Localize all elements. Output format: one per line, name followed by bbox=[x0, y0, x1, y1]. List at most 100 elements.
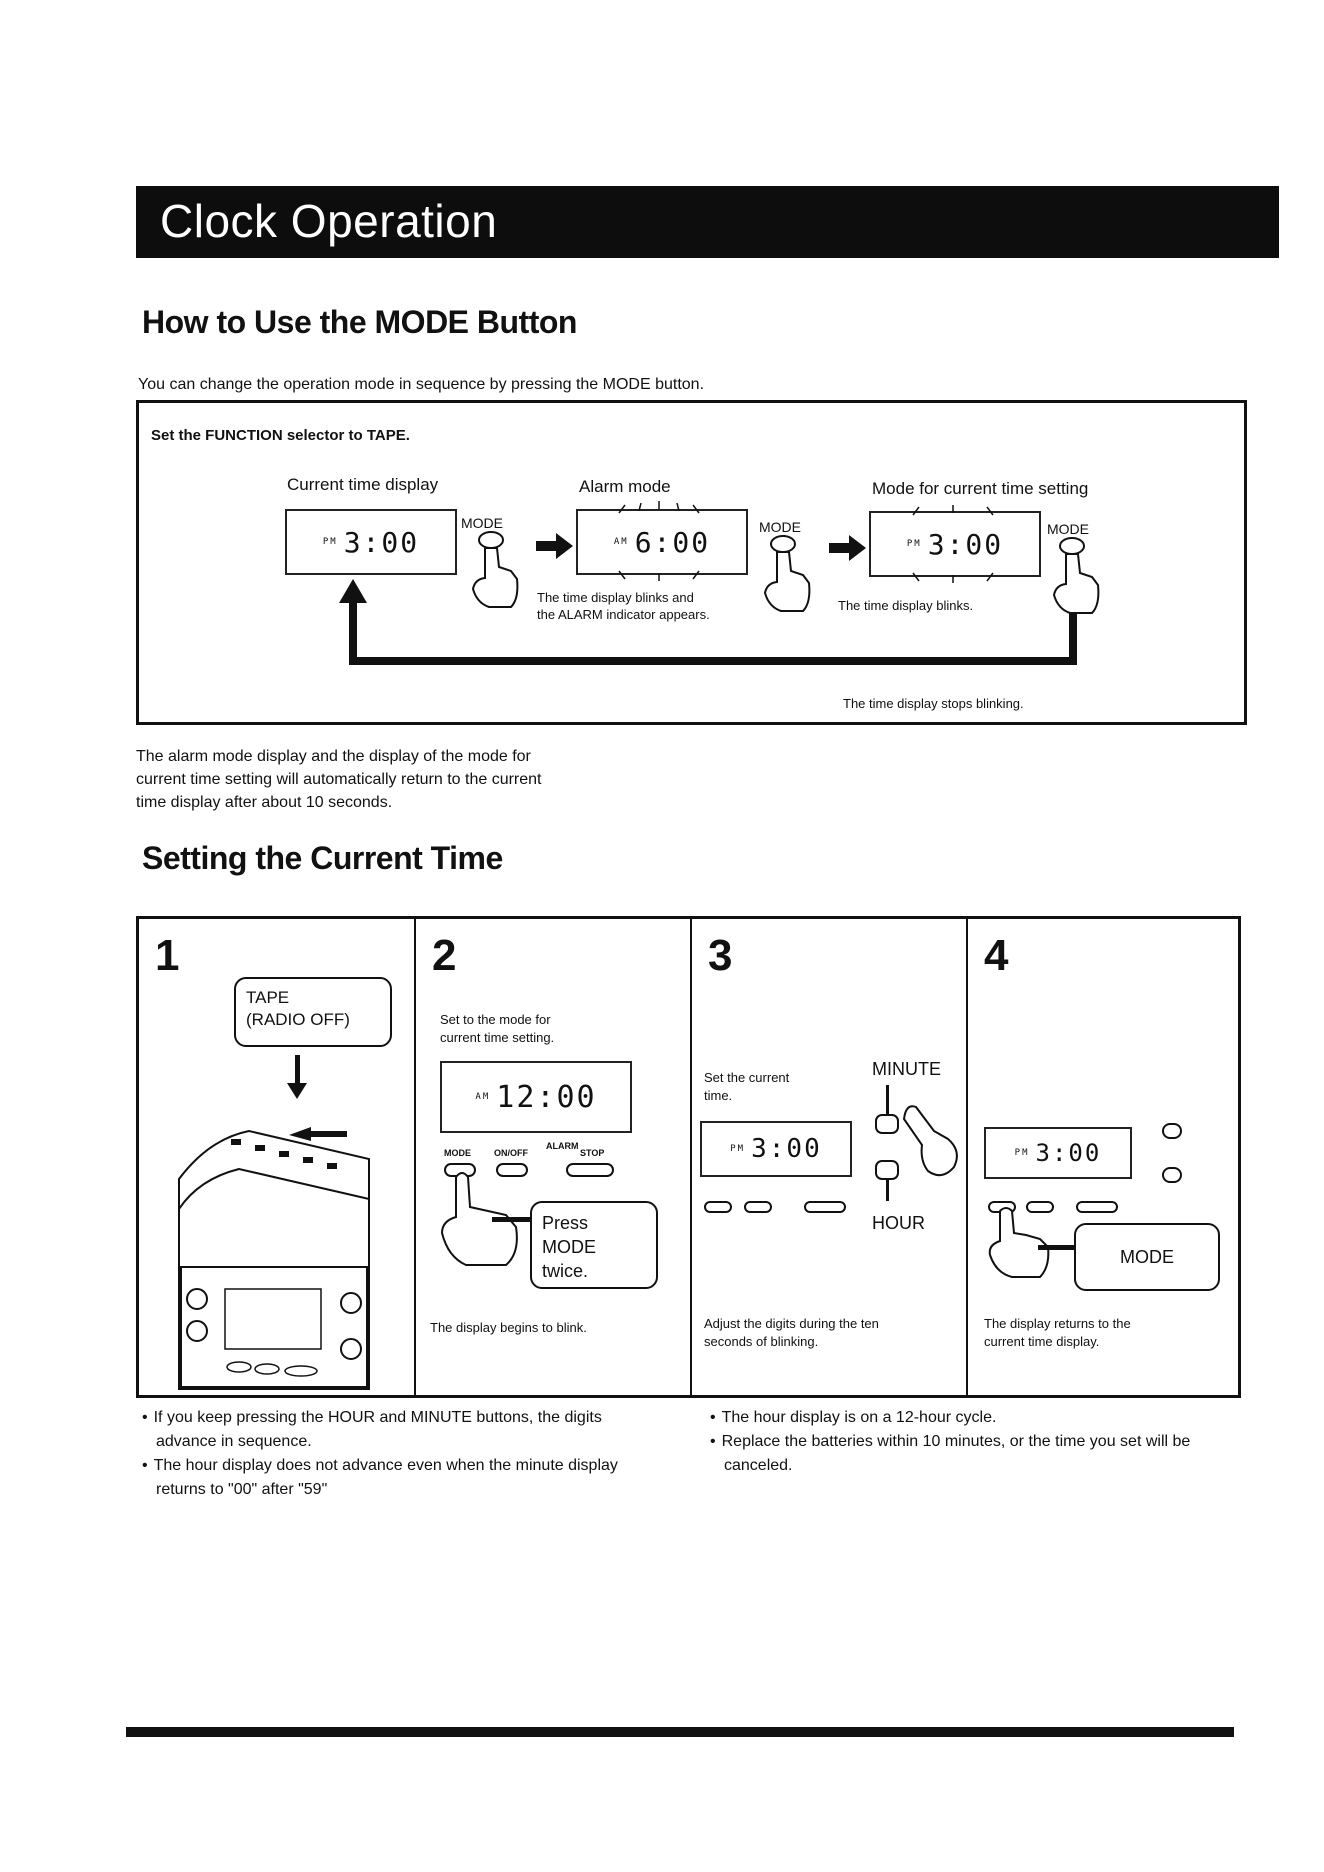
hour-label: HOUR bbox=[872, 1213, 925, 1233]
step4-caption-line2: current time display. bbox=[984, 1334, 1100, 1349]
hand-press-icon bbox=[1052, 537, 1100, 614]
mode-button-label: MODE bbox=[759, 519, 801, 535]
step3-note-line1: Set the current bbox=[704, 1070, 790, 1085]
connector-line bbox=[492, 1217, 532, 1222]
page-title: Clock Operation bbox=[160, 195, 498, 247]
alarm-note-line1: The time display blinks and bbox=[537, 590, 694, 605]
connector-line bbox=[1038, 1245, 1078, 1250]
step-number: 4 bbox=[984, 931, 1009, 980]
onoff-button-label: ON/OFF bbox=[494, 1148, 528, 1158]
setting-section-title: Setting the Current Time bbox=[142, 840, 503, 876]
mode-button-label: MODE bbox=[1047, 521, 1089, 537]
callout-line1: TAPE bbox=[246, 988, 290, 1007]
pm-indicator: PM bbox=[1014, 1148, 1030, 1158]
mode-button-label: MODE bbox=[461, 515, 503, 531]
step3-caption-line1: Adjust the digits during the ten bbox=[704, 1316, 879, 1331]
auto-return-note-line1: The alarm mode display and the display o… bbox=[136, 748, 531, 765]
return-arrow-icon bbox=[339, 579, 1077, 665]
mode-section-intro: You can change the operation mode in seq… bbox=[138, 376, 705, 393]
current-time-label: Current time display bbox=[287, 475, 439, 494]
time-setting-lcd: PM 3:00 bbox=[869, 511, 1041, 577]
lcd-digits: 3:00 bbox=[343, 525, 420, 559]
footer-rule bbox=[126, 1727, 1234, 1737]
right-arrow-icon bbox=[536, 533, 573, 559]
hand-press-icon bbox=[471, 531, 519, 608]
mode-diagram-box: Set the FUNCTION selector to TAPE. Curre… bbox=[136, 400, 1247, 725]
return-note: The time display stops blinking. bbox=[843, 696, 1024, 711]
pm-indicator: PM bbox=[322, 537, 338, 547]
step2-note-line2: current time setting. bbox=[440, 1030, 555, 1045]
lcd-digits: 3:00 bbox=[751, 1134, 822, 1164]
step2-lcd: AM 12:00 bbox=[440, 1061, 632, 1133]
hand-press-icon bbox=[902, 1105, 958, 1177]
auto-return-note-line3: time display after about 10 seconds. bbox=[136, 794, 393, 811]
alarm-label: ALARM bbox=[546, 1141, 579, 1151]
mode-button[interactable] bbox=[704, 1201, 732, 1213]
alarm-mode-label: Alarm mode bbox=[579, 477, 671, 496]
minute-label: MINUTE bbox=[872, 1059, 941, 1079]
am-indicator: AM bbox=[613, 537, 629, 547]
alarm-mode-lcd: AM 6:00 bbox=[576, 509, 748, 575]
blink-rays bbox=[618, 501, 994, 583]
lcd-digits: 3:00 bbox=[1035, 1139, 1102, 1167]
onoff-button[interactable] bbox=[1026, 1201, 1054, 1213]
step3-caption-line2: seconds of blinking. bbox=[704, 1334, 819, 1349]
am-indicator: AM bbox=[475, 1092, 491, 1102]
stop-button[interactable] bbox=[566, 1163, 614, 1177]
step-number: 2 bbox=[432, 931, 457, 980]
onoff-button[interactable] bbox=[496, 1163, 528, 1177]
minute-button bbox=[875, 1114, 899, 1134]
stop-button[interactable] bbox=[804, 1201, 846, 1213]
alarm-note-line2: the ALARM indicator appears. bbox=[537, 607, 710, 622]
tape-player-illustration bbox=[178, 1055, 370, 1390]
step3-lcd: PM 3:00 bbox=[700, 1121, 852, 1177]
callout-line2: MODE twice. bbox=[542, 1237, 596, 1281]
pm-indicator: PM bbox=[906, 539, 922, 549]
lcd-digits: 12:00 bbox=[496, 1079, 597, 1115]
note-item: Replace the batteries within 10 minutes,… bbox=[708, 1430, 1228, 1478]
step4-caption-line1: The display returns to the bbox=[984, 1316, 1131, 1331]
step-number: 3 bbox=[708, 931, 733, 980]
auto-return-note-line2: current time setting will automatically … bbox=[136, 771, 542, 788]
mode-callout: MODE bbox=[1074, 1223, 1220, 1291]
step-3: 3 Set the current time. MINUTE PM 3:00 H… bbox=[692, 919, 968, 1395]
time-setting-label: Mode for current time setting bbox=[872, 479, 1089, 498]
setting-steps-panel: 1 TAPE (RADIO OFF) bbox=[136, 916, 1241, 1398]
step2-caption: The display begins to blink. bbox=[430, 1320, 587, 1335]
hand-press-icon bbox=[440, 1172, 518, 1266]
note-item: The hour display does not advance even w… bbox=[140, 1454, 660, 1502]
hand-press-icon bbox=[988, 1207, 1050, 1278]
step-number: 1 bbox=[155, 931, 180, 980]
lcd-digits: 3:00 bbox=[927, 527, 1004, 561]
stop-button[interactable] bbox=[1076, 1201, 1118, 1213]
hour-button[interactable] bbox=[1162, 1167, 1182, 1183]
mode-cycle-diagram bbox=[339, 501, 1100, 665]
tape-callout: TAPE (RADIO OFF) bbox=[234, 977, 392, 1047]
notes-left: If you keep pressing the HOUR and MINUTE… bbox=[140, 1406, 660, 1502]
press-mode-callout: Press MODE twice. bbox=[530, 1201, 658, 1289]
callout-line1: Press bbox=[542, 1213, 589, 1233]
step4-lcd: PM 3:00 bbox=[984, 1127, 1132, 1179]
setting-blink-note: The time display blinks. bbox=[838, 598, 974, 613]
step-4: 4 PM 3:00 MODE The display returns to th… bbox=[968, 919, 1244, 1395]
mode-section-title: How to Use the MODE Button bbox=[142, 304, 577, 340]
callout-line2: (RADIO OFF) bbox=[246, 1010, 350, 1029]
function-selector-note: Set the FUNCTION selector to TAPE. bbox=[151, 427, 410, 444]
note-item: If you keep pressing the HOUR and MINUTE… bbox=[140, 1406, 660, 1454]
pm-indicator: PM bbox=[730, 1144, 746, 1154]
lcd-digits: 6:00 bbox=[634, 525, 711, 559]
mode-button-label: MODE bbox=[444, 1148, 471, 1158]
hand-press-icon bbox=[763, 535, 811, 612]
right-arrow-icon bbox=[829, 535, 866, 561]
notes-right: The hour display is on a 12-hour cycle. … bbox=[708, 1406, 1228, 1478]
step-1: 1 TAPE (RADIO OFF) bbox=[139, 919, 416, 1395]
minute-button[interactable] bbox=[1162, 1123, 1182, 1139]
current-time-lcd: PM 3:00 bbox=[285, 509, 457, 575]
onoff-button[interactable] bbox=[744, 1201, 772, 1213]
step2-note-line1: Set to the mode for bbox=[440, 1012, 551, 1027]
page-header: Clock Operation bbox=[136, 186, 1279, 258]
minute-hour-buttons bbox=[875, 1085, 958, 1201]
hour-button bbox=[875, 1160, 899, 1180]
note-item: The hour display is on a 12-hour cycle. bbox=[708, 1406, 1228, 1430]
stop-button-label: STOP bbox=[580, 1148, 605, 1158]
